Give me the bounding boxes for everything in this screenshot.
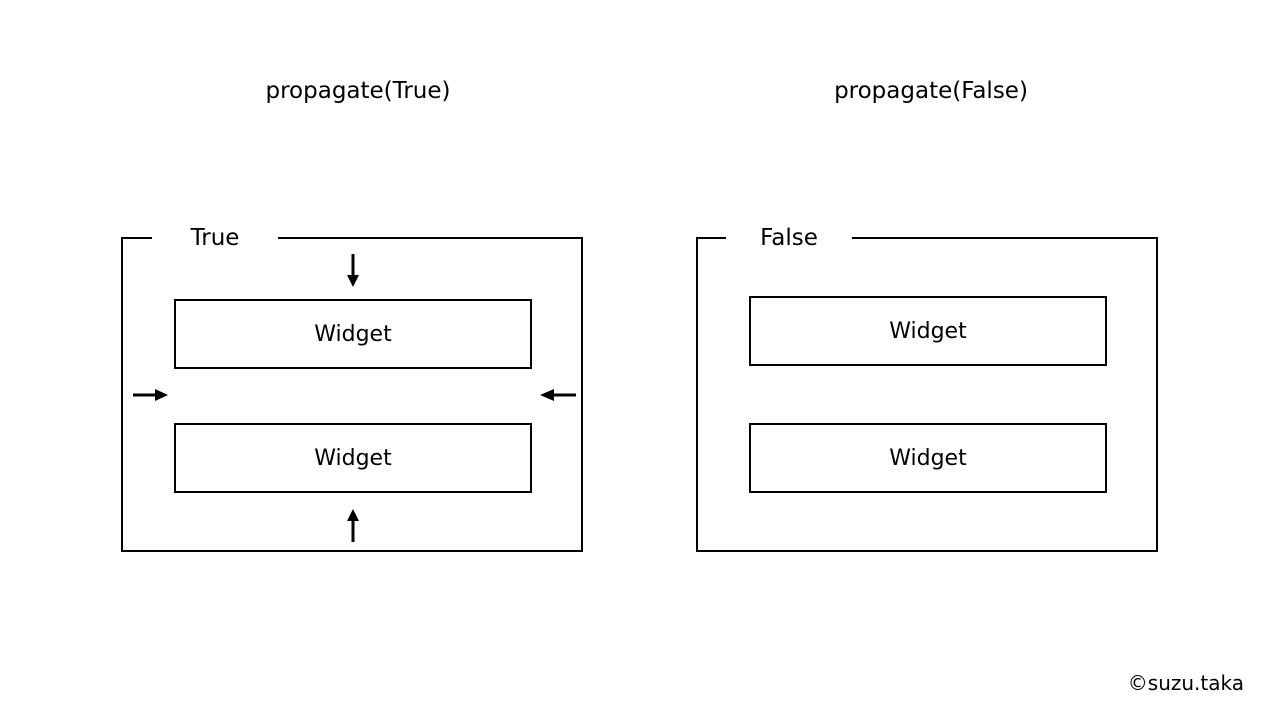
frame-true: True Widget Widget [121,222,583,552]
frame-label-true: True [152,222,278,254]
frame-label-false: False [726,222,852,254]
widget-box: Widget [174,423,532,493]
arrow-up-icon [347,509,359,542]
arrow-right-icon [133,389,168,401]
panel-heading-false: propagate(False) [834,78,1028,104]
widget-label: Widget [889,318,967,344]
copyright-notice: ©suzu.taka [1127,671,1244,695]
widget-box: Widget [174,299,532,369]
arrow-left-icon [540,389,576,401]
widget-label: Widget [889,445,967,471]
widget-box: Widget [749,423,1107,493]
widget-label: Widget [314,445,392,471]
widget-box: Widget [749,296,1107,366]
arrow-down-icon [347,254,359,287]
frame-false: False Widget Widget [696,222,1158,552]
widget-label: Widget [314,321,392,347]
panel-heading-true: propagate(True) [265,78,451,104]
